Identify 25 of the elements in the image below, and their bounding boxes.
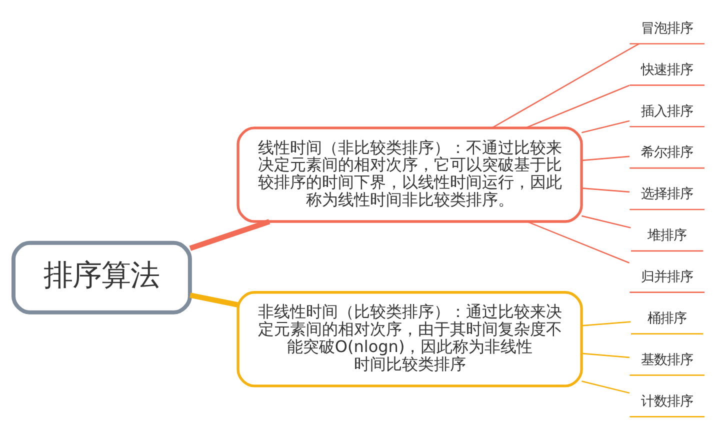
- node-text: 基数排序: [641, 352, 694, 368]
- node-box: 线性时间（非比较类排序）：不通过比较来决定元素间的相对次序，它可以突破基于比较排序的时间下界，以线性时间运行，因此称为线性时间非比较类排序。: [236, 126, 583, 223]
- connector: [582, 188, 630, 193]
- node-text: 桶排序: [648, 311, 687, 326]
- node-box: 排序算法: [11, 240, 192, 314]
- connector: [582, 120, 630, 134]
- connector: [492, 43, 640, 128]
- node-text: 计数排序: [641, 394, 694, 410]
- connector: [582, 156, 630, 162]
- connector: [582, 352, 630, 358]
- connector: [582, 321, 631, 326]
- node-text: 堆排序: [648, 228, 687, 244]
- connector: [525, 84, 630, 129]
- connector: [189, 219, 270, 251]
- node-text: 插入排序: [641, 104, 694, 120]
- connector: [582, 215, 631, 228]
- node-text: 选择排序: [641, 187, 694, 202]
- node-text: 希尔排序: [641, 146, 694, 161]
- connector: [526, 220, 630, 264]
- connector: [582, 380, 630, 394]
- connector: [190, 292, 238, 308]
- node-text: 冒泡排序: [641, 21, 694, 36]
- node-box: 非线性时间（比较类排序）：通过比较来决定元素间的相对次序，由于其时间复杂度不能突破O(nlogn)，因此称为非线性时间比较类排序: [236, 291, 583, 388]
- node-text: 归并排序: [641, 270, 694, 285]
- node-text: 快速排序: [641, 62, 694, 78]
